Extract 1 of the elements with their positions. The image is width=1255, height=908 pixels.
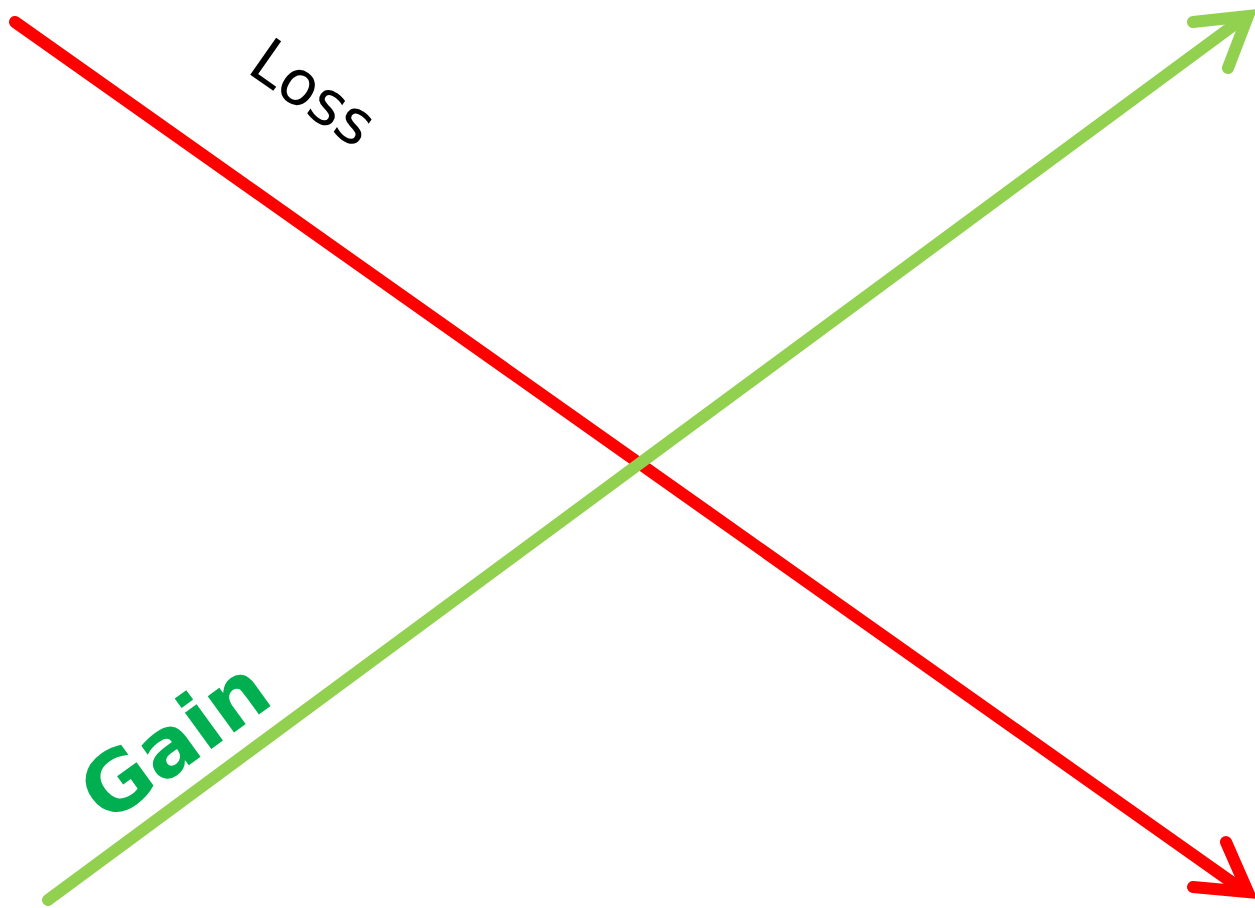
caption-text: Gain: [65, 646, 284, 836]
